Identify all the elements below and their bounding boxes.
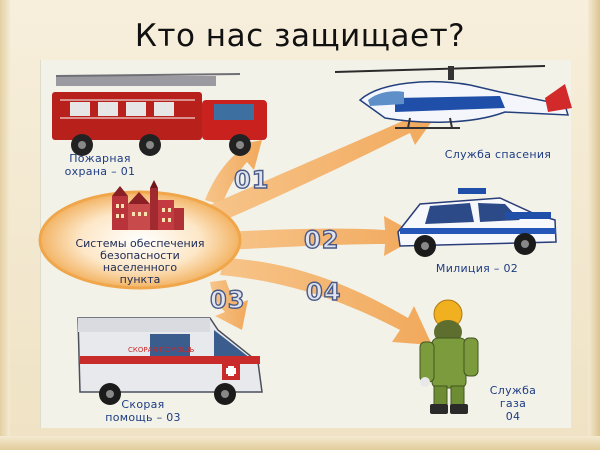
gas-label-line-1: Служба [489,384,537,397]
rescue-label-line-1: Служба спасения [444,148,552,161]
fire-label-line-2: охрана – 01 [64,165,136,178]
arrow-to-rescue [210,108,440,222]
city-buildings-icon [112,180,184,230]
gas-worker-icon [419,299,479,414]
fire-truck-icon [52,73,267,156]
ambulance-service-label: Скорая помощь – 03 [88,398,198,424]
police-service-label: Милиция – 02 [412,262,542,275]
slide-title: Кто нас защищает? [134,18,466,54]
police-label-line-1: Милиция – 02 [435,262,519,275]
frame-edge-left [0,0,10,450]
rescue-service-label: Служба спасения [428,148,568,161]
ambulance-label-line-2: помощь – 03 [105,411,181,424]
central-hub [38,180,242,290]
ambulance-vehicle-text: СКОРАЯ ПОМОЩЬ [128,346,194,354]
arrow-to-fire [205,140,262,205]
fire-label-line-1: Пожарная [69,152,131,165]
hub-label: Системы обеспечения безопасности населен… [60,238,220,286]
hub-line-2: безопасности [100,249,180,262]
number-02: 02 [303,225,340,254]
number-03: 03 [209,285,246,314]
hub-line-1: Системы обеспечения [75,237,205,250]
police-car-icon [397,188,557,257]
frame-edge-right [588,0,600,450]
hub-line-4: пункта [119,273,161,286]
arrow-to-gas [220,258,432,345]
gas-label-line-3: 04 [505,410,521,423]
arrow-to-ambulance [210,280,248,330]
arrow-to-police [225,216,420,256]
ambulance-icon: СКОРАЯ ПОМОЩЬ [77,317,263,405]
frame-edge-bottom [0,436,600,450]
number-01: 01 [233,165,270,194]
gas-service-label: Служба газа 04 [478,384,548,423]
gas-label-line-2: газа [499,397,527,410]
ambulance-label-line-1: Скорая [121,398,165,411]
helicopter-icon [334,65,572,129]
fire-service-label: Пожарная охрана – 01 [50,152,150,178]
hub-line-3: населенного [102,261,178,274]
number-04: 04 [305,277,342,306]
